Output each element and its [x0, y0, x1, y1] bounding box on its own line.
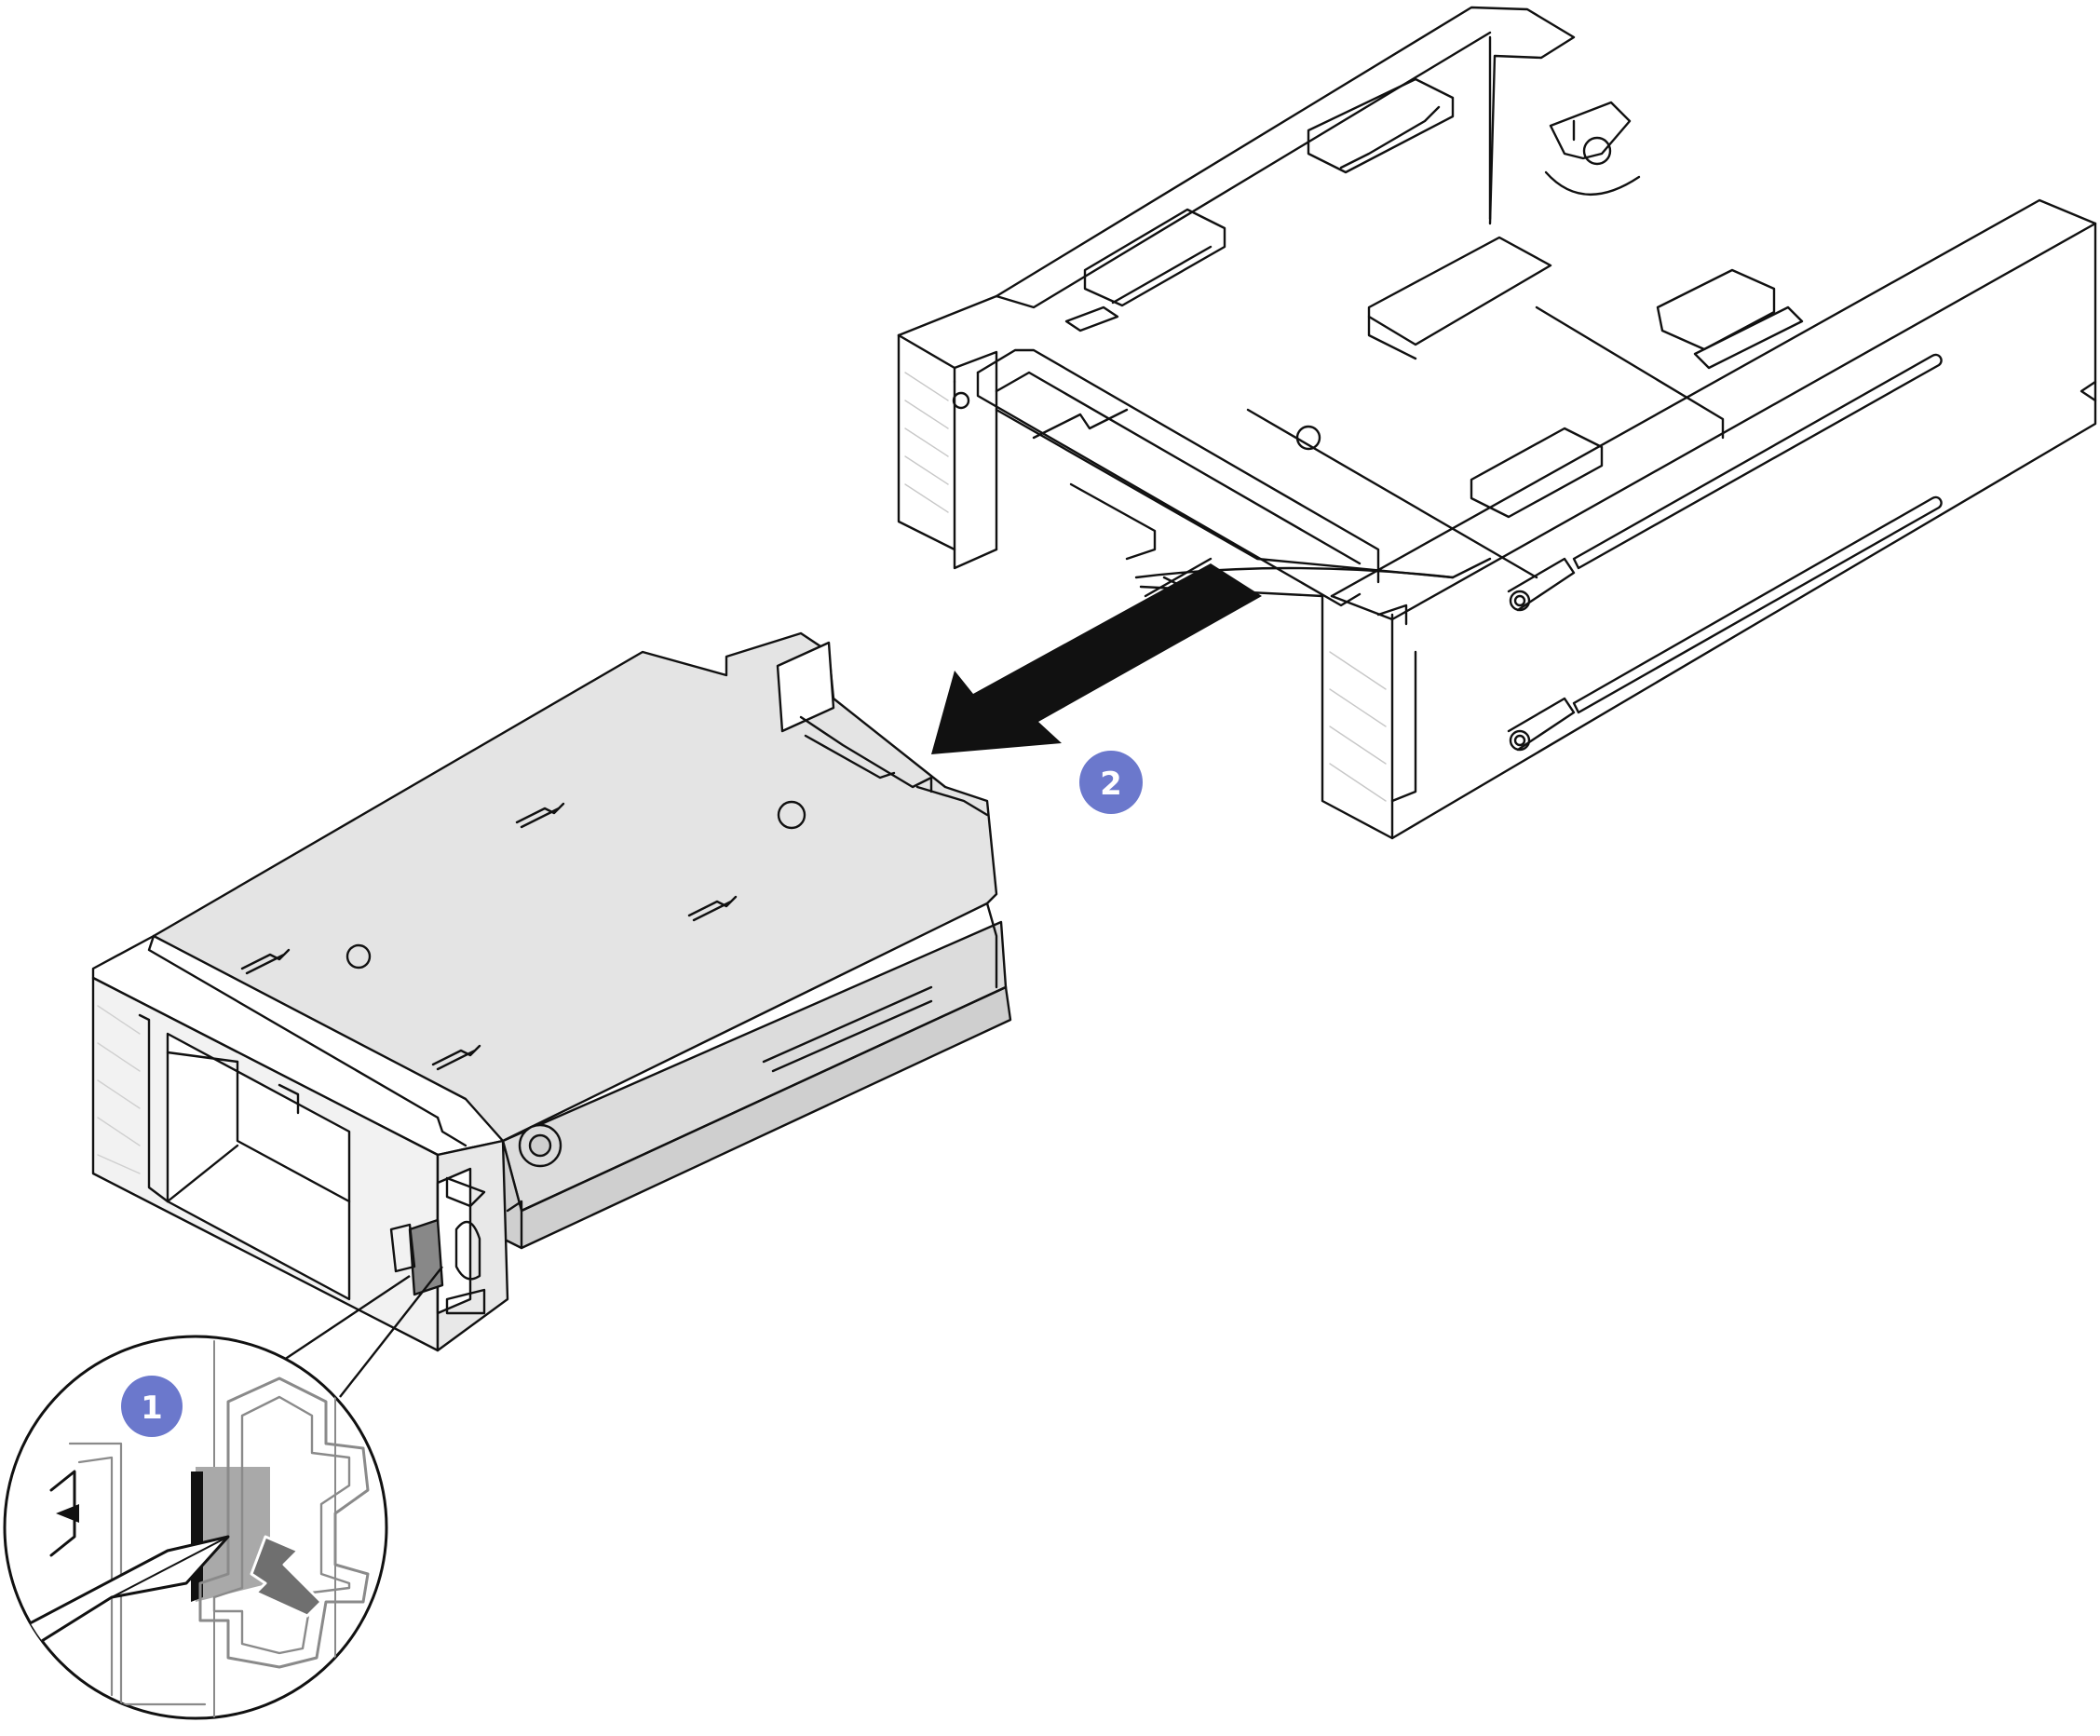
magnifier-callout-icon [3, 1266, 443, 1720]
callout-2-label: 2 [1100, 766, 1122, 803]
callout-2-badge [1079, 751, 1143, 814]
drive-cage [897, 6, 2097, 840]
callout-1: 1 [121, 1376, 183, 1437]
callout-1-label: 1 [141, 1390, 163, 1427]
module-top-cover [152, 631, 998, 1143]
callout-1-badge [121, 1376, 183, 1437]
screwdriver-icon [5, 1535, 230, 1669]
drive-module [91, 631, 1012, 1352]
callout-2: 2 [1079, 751, 1143, 814]
removal-arrow-icon [931, 563, 1262, 754]
push-arrow-icon [250, 1535, 323, 1618]
